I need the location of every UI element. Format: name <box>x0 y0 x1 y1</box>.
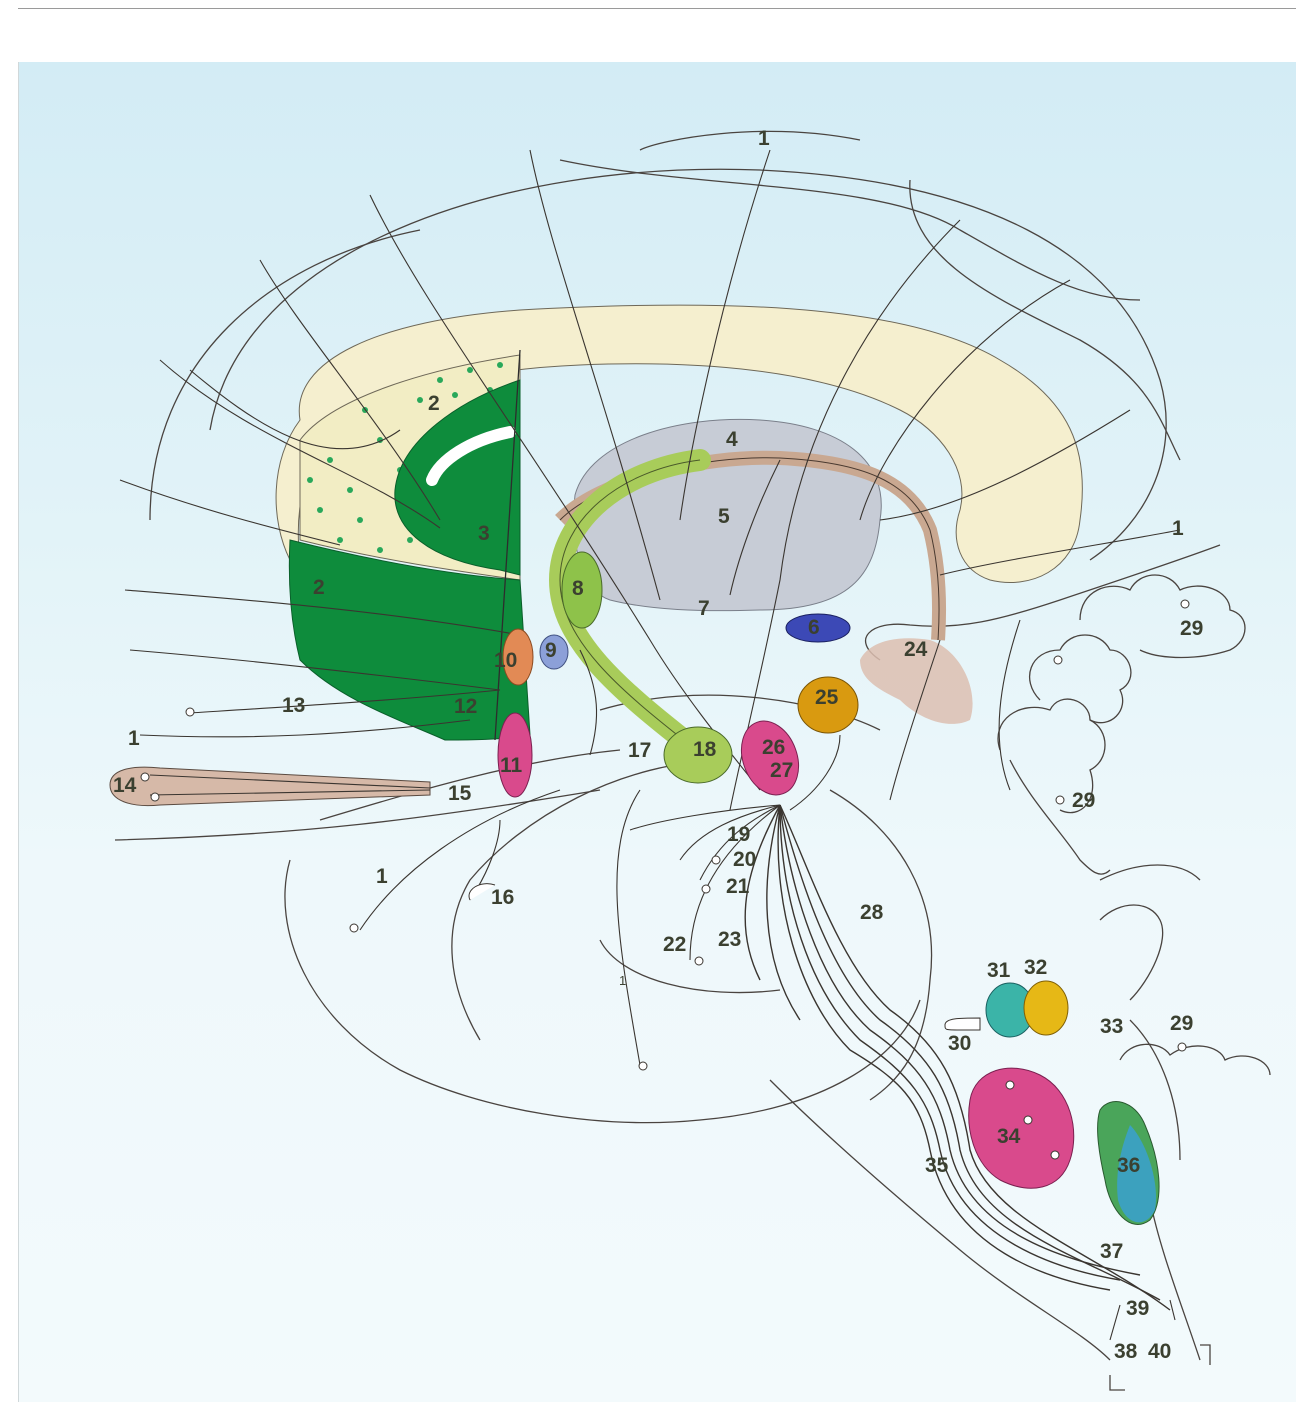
label-1: 1 <box>1172 517 1184 540</box>
label-28: 28 <box>860 901 884 924</box>
label-2: 2 <box>313 576 325 599</box>
label-1: 1 <box>758 127 770 150</box>
label-15: 15 <box>448 782 472 805</box>
label-34: 34 <box>997 1125 1021 1148</box>
label-18: 18 <box>693 738 717 761</box>
label-27: 27 <box>770 759 793 782</box>
label-40: 40 <box>1148 1340 1171 1363</box>
label-10: 10 <box>494 649 517 672</box>
label-21: 21 <box>726 875 750 898</box>
label-1-small: 1 <box>619 973 626 988</box>
label-7: 7 <box>698 597 710 620</box>
label-29: 29 <box>1072 789 1095 812</box>
label-13: 13 <box>282 694 305 717</box>
label-16: 16 <box>491 886 514 909</box>
label-17: 17 <box>628 739 651 762</box>
label-9: 9 <box>545 639 557 662</box>
label-11: 11 <box>500 754 523 777</box>
label-30: 30 <box>948 1032 971 1055</box>
label-1: 1 <box>128 727 140 750</box>
label-2: 2 <box>428 392 440 415</box>
nucleus-32 <box>1024 981 1068 1035</box>
label-22: 22 <box>663 933 686 956</box>
label-31: 31 <box>987 959 1011 982</box>
label-12: 12 <box>454 695 477 718</box>
label-8: 8 <box>572 577 584 600</box>
label-26: 26 <box>762 736 785 759</box>
label-35: 35 <box>925 1154 949 1177</box>
label-20: 20 <box>733 848 756 871</box>
label-24: 24 <box>904 638 928 661</box>
label-23: 23 <box>718 928 741 951</box>
nucleus-34 <box>969 1068 1074 1188</box>
label-1: 1 <box>376 865 388 888</box>
label-33: 33 <box>1100 1015 1123 1038</box>
label-3: 3 <box>478 522 490 545</box>
label-29: 29 <box>1180 617 1203 640</box>
label-14: 14 <box>113 774 137 797</box>
label-6: 6 <box>808 616 820 639</box>
label-5: 5 <box>718 505 730 528</box>
label-38: 38 <box>1114 1340 1138 1363</box>
label-19: 19 <box>727 823 750 846</box>
olfactory-tract <box>110 767 430 805</box>
label-36: 36 <box>1117 1154 1140 1177</box>
label-39: 39 <box>1126 1297 1149 1320</box>
label-32: 32 <box>1024 956 1047 979</box>
label-4: 4 <box>726 428 738 451</box>
label-29: 29 <box>1170 1012 1193 1035</box>
label-25: 25 <box>815 686 839 709</box>
label-37: 37 <box>1100 1240 1123 1263</box>
